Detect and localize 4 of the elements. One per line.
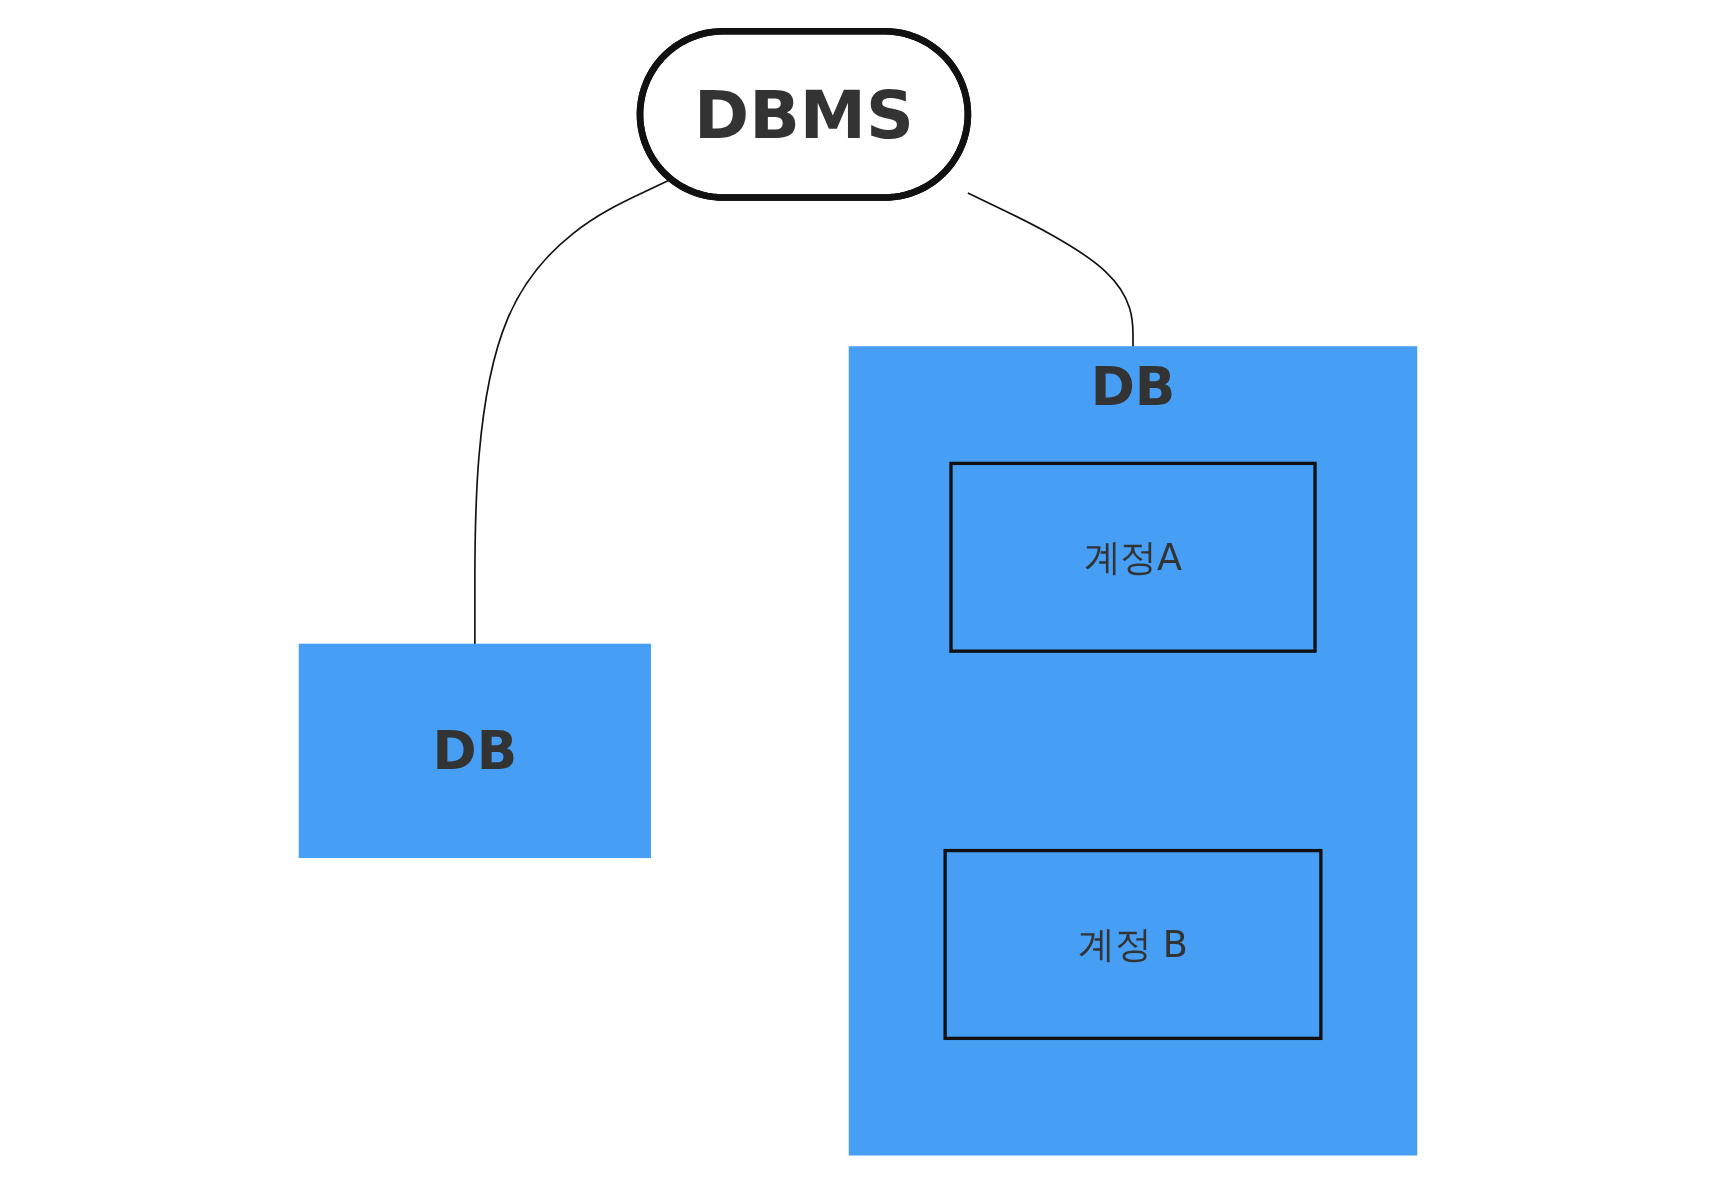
connector <box>966 191 1134 348</box>
node-box: 계정 B <box>942 848 1322 1040</box>
node-box: DB <box>298 643 651 858</box>
node-box: 계정A <box>948 461 1317 653</box>
